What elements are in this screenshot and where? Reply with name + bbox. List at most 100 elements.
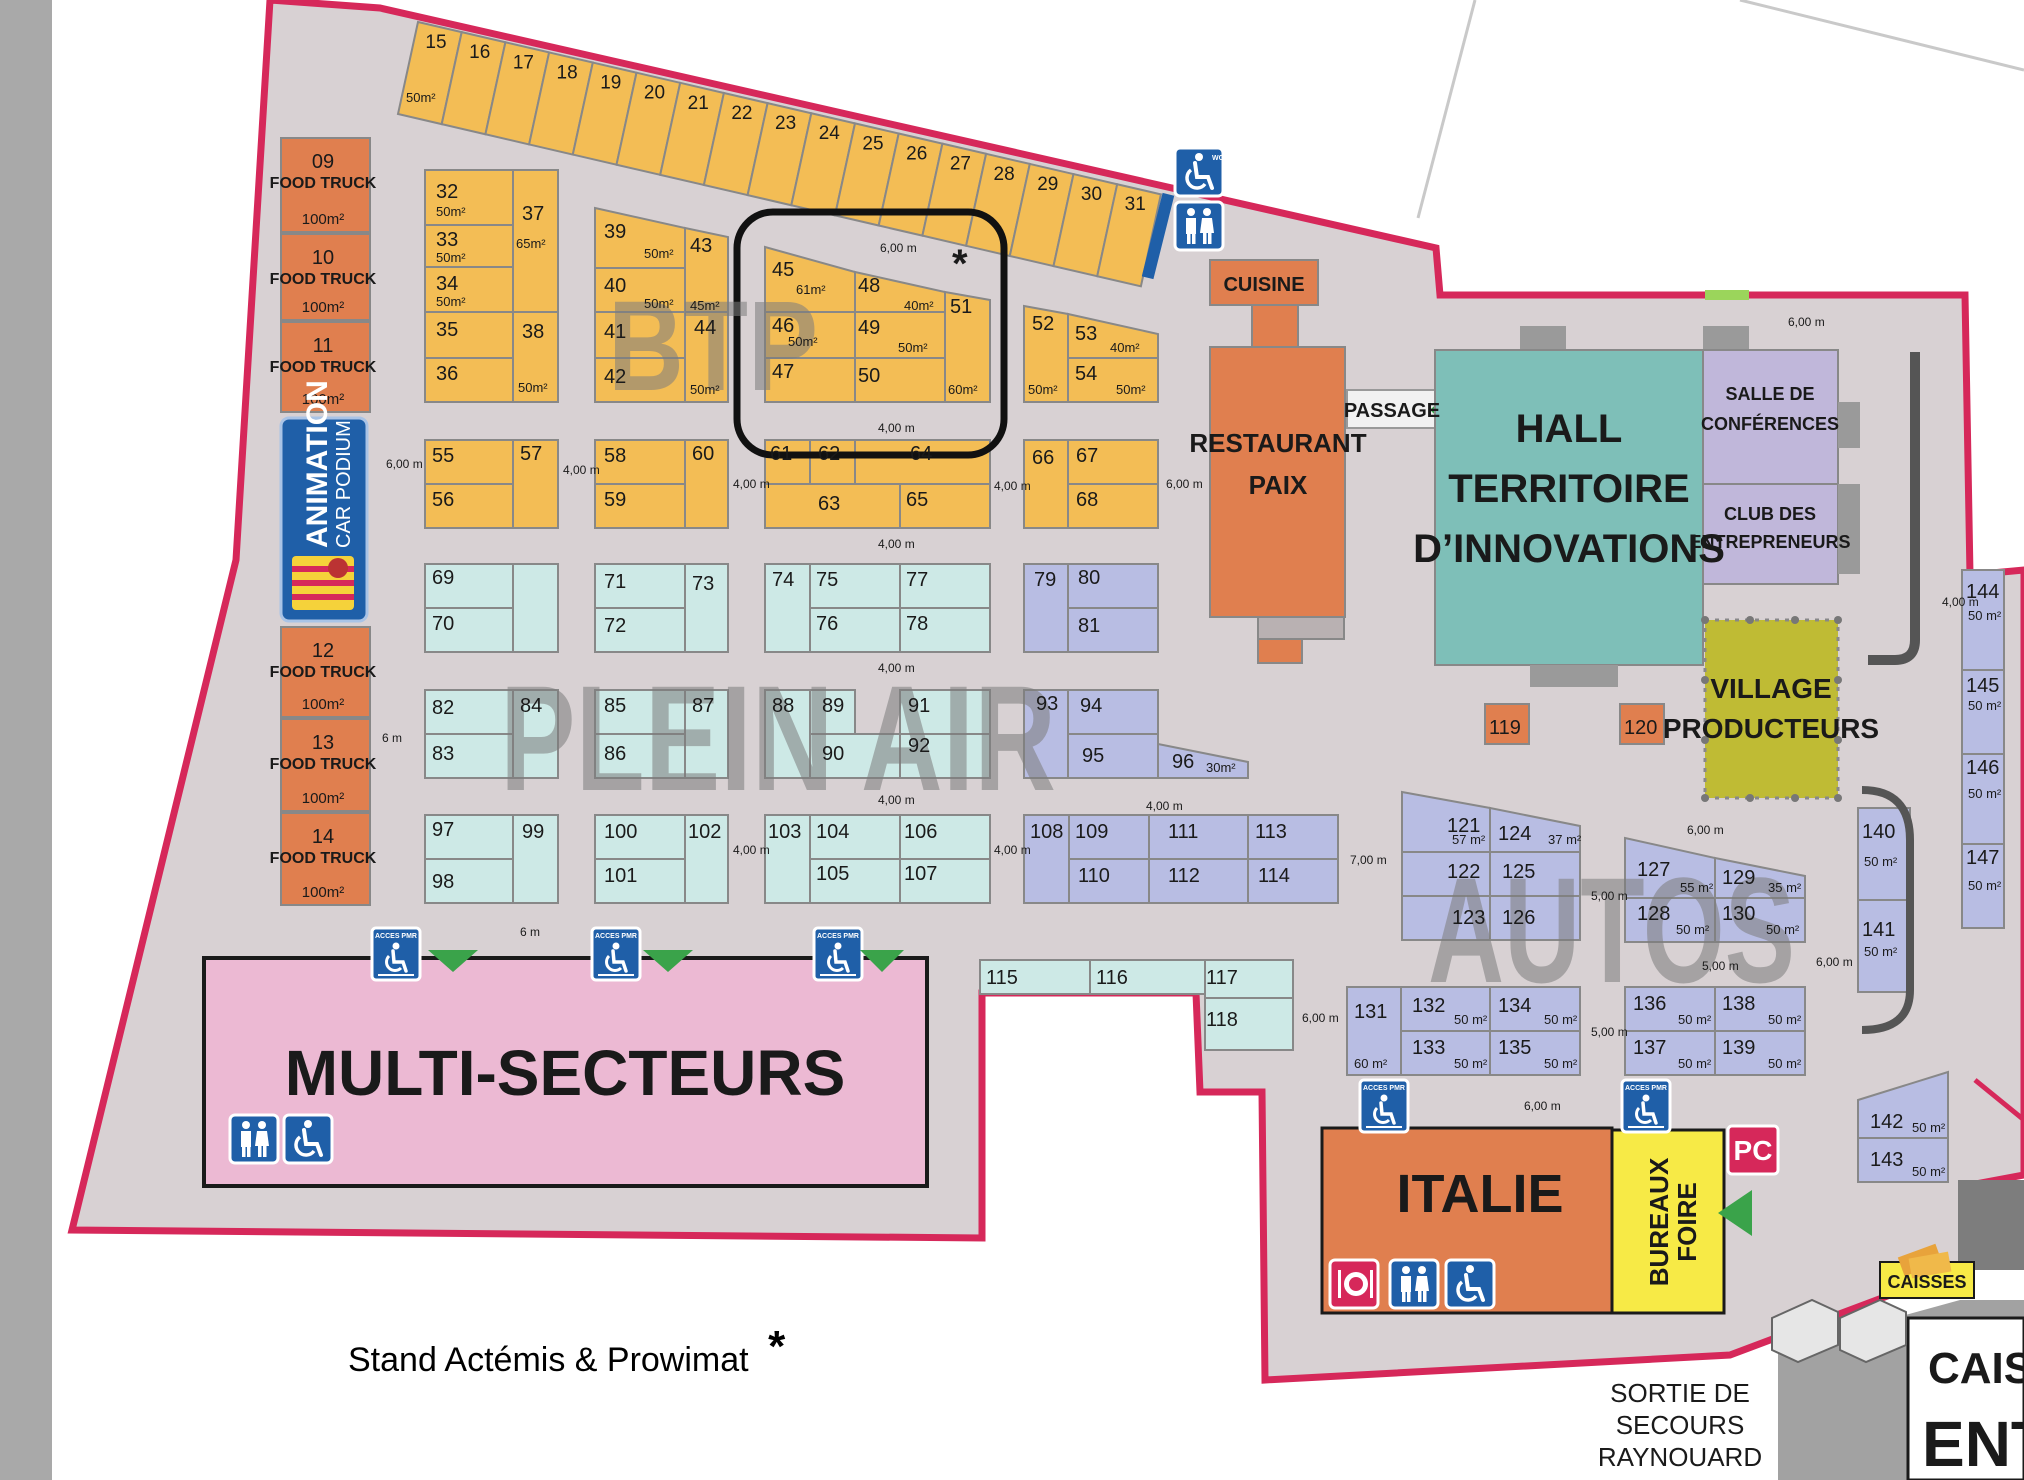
stand-79[interactable] (1023, 563, 1069, 653)
hall-territoire[interactable] (1434, 349, 1704, 666)
stand-68[interactable] (1067, 483, 1159, 529)
stand-125[interactable] (1489, 851, 1581, 897)
stand-84[interactable] (512, 689, 559, 779)
highlight-actemis-prowimat[interactable] (733, 208, 1008, 459)
stand-117[interactable] (1204, 959, 1294, 999)
stand-112[interactable] (1148, 858, 1249, 904)
stand-137[interactable] (1624, 1030, 1716, 1076)
pc-badge[interactable] (1726, 1124, 1780, 1176)
stand-72[interactable] (594, 607, 686, 653)
stand-number: 112 (1168, 865, 1200, 887)
stand-55[interactable] (424, 439, 514, 485)
stand-126[interactable] (1489, 895, 1581, 941)
stand-38[interactable] (512, 311, 559, 403)
food-truck-number: 10 (312, 247, 334, 269)
stand-141[interactable] (1857, 899, 1911, 993)
stand-57[interactable] (512, 439, 559, 529)
stand-56[interactable] (424, 483, 514, 529)
stand-44[interactable] (684, 311, 729, 403)
stand-number: 15 (425, 32, 446, 53)
village-producteurs[interactable] (1703, 618, 1840, 800)
stand-107[interactable] (899, 858, 991, 904)
stand-115[interactable] (979, 959, 1091, 995)
stand-94[interactable] (1067, 689, 1159, 735)
stand-147[interactable] (1961, 843, 2005, 929)
stand-99[interactable] (512, 814, 559, 904)
stand-92[interactable] (899, 733, 991, 779)
stand-120[interactable] (1619, 703, 1665, 745)
stand-116[interactable] (1089, 959, 1206, 995)
restaurant-paix[interactable] (1209, 346, 1346, 618)
stand-51[interactable] (944, 290, 991, 403)
stand-119[interactable] (1484, 703, 1530, 745)
bureaux-foire[interactable] (1610, 1128, 1726, 1315)
stand-118[interactable] (1204, 997, 1294, 1051)
stand-number: 108 (1030, 821, 1063, 843)
stand-09[interactable] (280, 137, 371, 233)
stand-77[interactable] (899, 563, 991, 609)
stand-96[interactable] (1157, 742, 1249, 779)
stand-114[interactable] (1247, 858, 1339, 904)
stand-46[interactable] (764, 311, 856, 359)
stand-103[interactable] (764, 814, 811, 904)
stand-47[interactable] (764, 357, 856, 403)
stand-95[interactable] (1067, 733, 1159, 779)
stand-number: 100 (604, 821, 637, 843)
stand-13[interactable] (280, 718, 371, 812)
passage[interactable] (1346, 389, 1438, 429)
stand-11[interactable] (280, 321, 371, 413)
dimension: 4,00 m (733, 477, 770, 491)
btp-block-52 (1023, 304, 1159, 403)
stand-113[interactable] (1247, 814, 1339, 860)
stand-78[interactable] (899, 607, 991, 653)
stand-130[interactable] (1714, 897, 1806, 943)
stand-14[interactable] (280, 812, 371, 906)
stand-66[interactable] (1023, 439, 1069, 529)
stand-34[interactable] (424, 266, 514, 313)
stand-111[interactable] (1148, 814, 1249, 860)
stand-139[interactable] (1714, 1030, 1806, 1076)
stand-87[interactable] (684, 689, 729, 779)
stand-50[interactable] (854, 357, 946, 403)
stand-138[interactable] (1714, 986, 1806, 1032)
stand-132[interactable] (1400, 986, 1491, 1032)
stand-143[interactable] (1857, 1137, 1949, 1183)
stand-65[interactable] (899, 483, 991, 529)
stand-41[interactable] (594, 311, 686, 359)
stand-36[interactable] (424, 357, 514, 403)
stand-86[interactable] (594, 733, 686, 779)
stand-102[interactable] (684, 814, 729, 904)
stand-101[interactable] (594, 858, 686, 904)
club-entrepreneurs[interactable] (1702, 483, 1839, 585)
stand-122[interactable] (1401, 851, 1491, 897)
stand-64[interactable] (854, 439, 991, 485)
stand-63[interactable] (764, 483, 901, 529)
stand-145[interactable] (1961, 669, 2005, 755)
dimension: 4,00 m (878, 793, 915, 807)
stand-135[interactable] (1489, 1030, 1581, 1076)
stand-108[interactable] (1023, 814, 1070, 904)
stand-75[interactable] (809, 563, 901, 609)
stand-54[interactable] (1067, 357, 1159, 403)
stand-60[interactable] (684, 439, 729, 529)
stand-32[interactable] (424, 169, 514, 226)
stand-70[interactable] (424, 607, 514, 653)
stand-146[interactable] (1961, 753, 2005, 845)
stand-10[interactable] (280, 233, 371, 321)
stand-42[interactable] (594, 357, 686, 403)
stand-134[interactable] (1489, 986, 1581, 1032)
stand-81[interactable] (1067, 607, 1159, 653)
stand-93[interactable] (1023, 689, 1069, 779)
stand-109[interactable] (1068, 814, 1150, 860)
stand-105[interactable] (809, 858, 901, 904)
stand-100[interactable] (594, 814, 686, 860)
stand-80[interactable] (1067, 563, 1159, 609)
stand-12[interactable] (280, 626, 371, 718)
stand-110[interactable] (1068, 858, 1150, 904)
stand-98[interactable] (424, 858, 514, 904)
stand-85[interactable] (594, 689, 686, 735)
stand-61[interactable] (764, 439, 811, 485)
stand-73[interactable] (684, 563, 729, 653)
stand-31[interactable] (1096, 183, 1163, 288)
stand-40[interactable] (594, 267, 686, 313)
